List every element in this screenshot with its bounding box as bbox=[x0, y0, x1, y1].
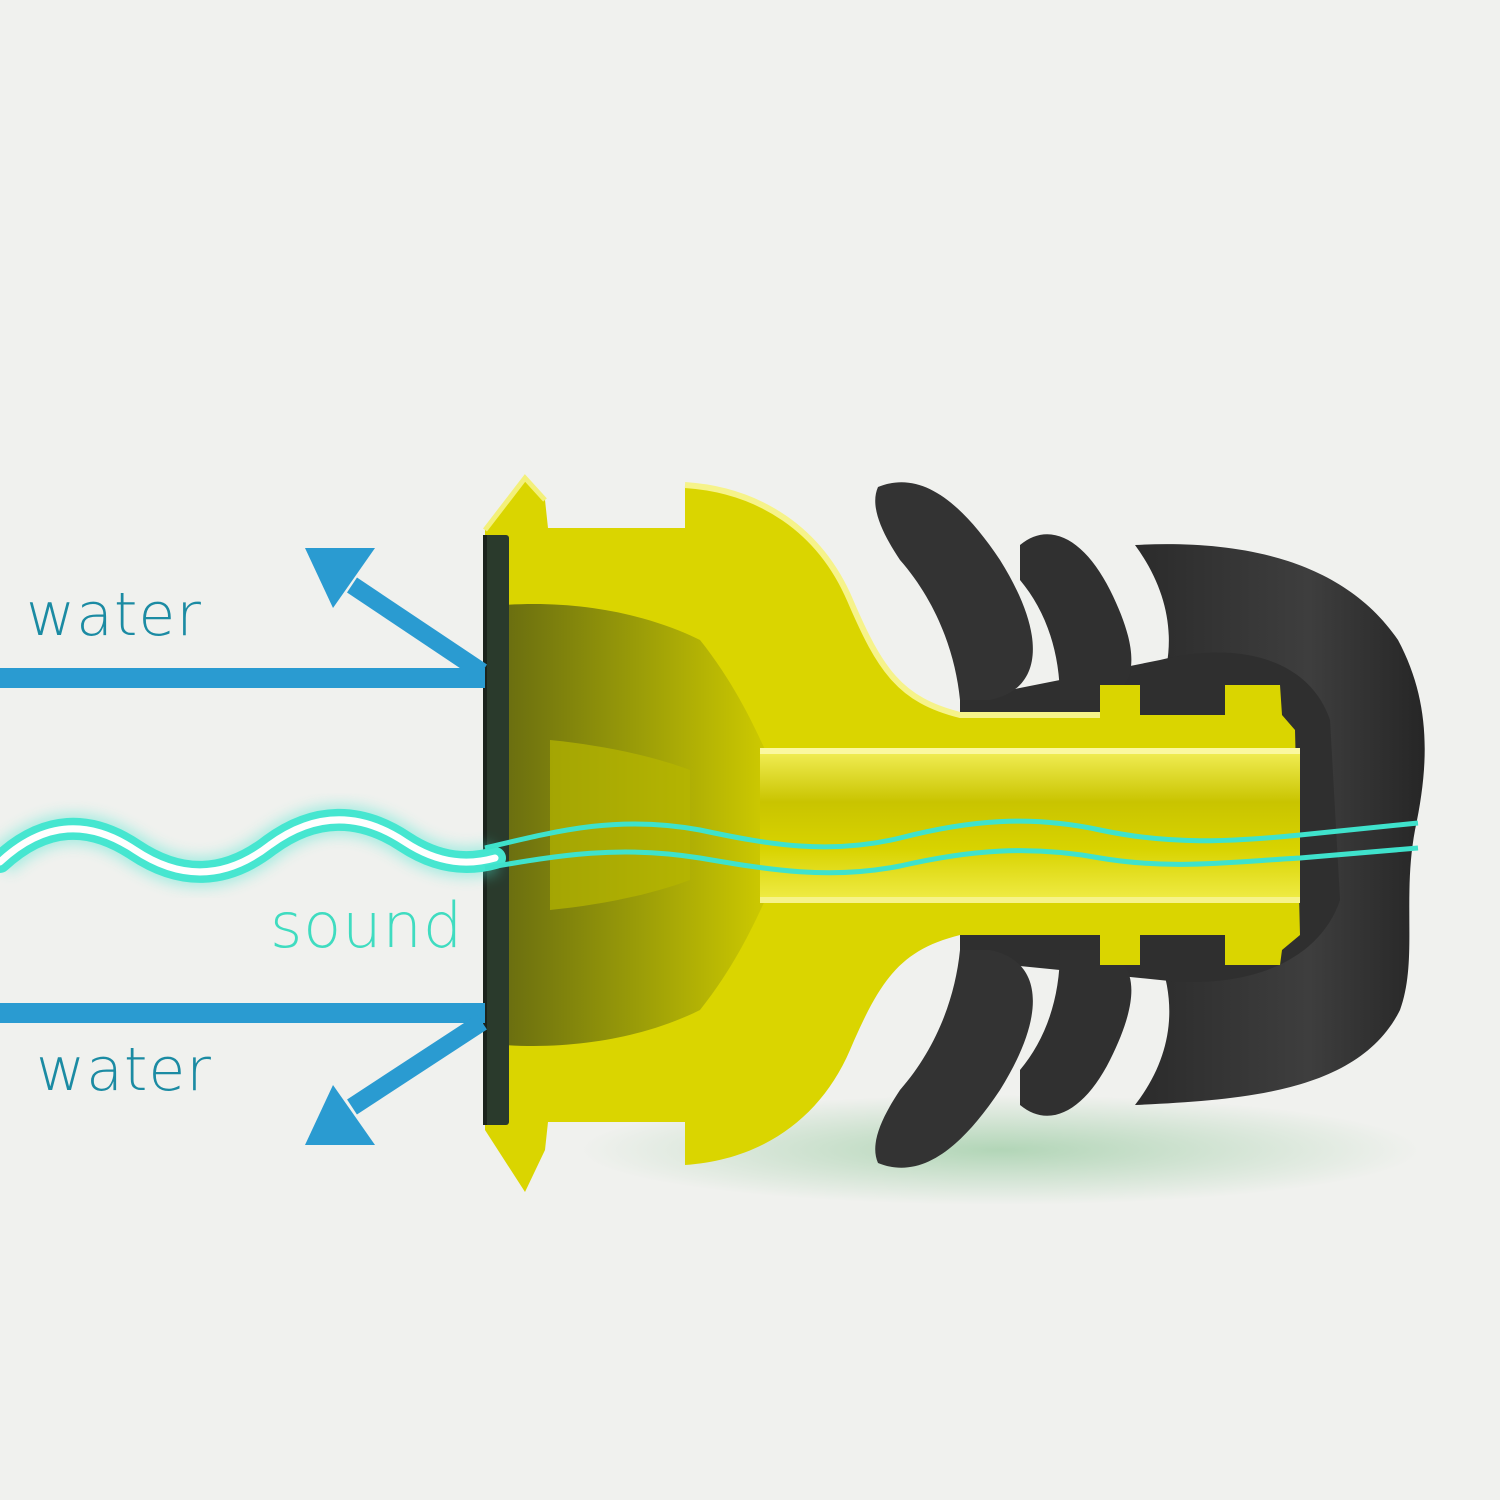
sound-wave bbox=[0, 804, 1419, 887]
water-label-bottom: water bbox=[36, 1035, 212, 1105]
filter-membrane bbox=[483, 535, 509, 1125]
arrow-up-left-icon bbox=[305, 548, 375, 608]
water-deflect-line-bottom bbox=[347, 1014, 487, 1115]
water-flow-bottom bbox=[0, 1003, 487, 1145]
sound-label: sound bbox=[270, 889, 464, 962]
water-flow-top bbox=[0, 548, 488, 688]
water-label-top: water bbox=[26, 580, 202, 650]
water-deflect-line-top bbox=[346, 577, 488, 680]
arrow-down-left-icon bbox=[305, 1085, 375, 1145]
